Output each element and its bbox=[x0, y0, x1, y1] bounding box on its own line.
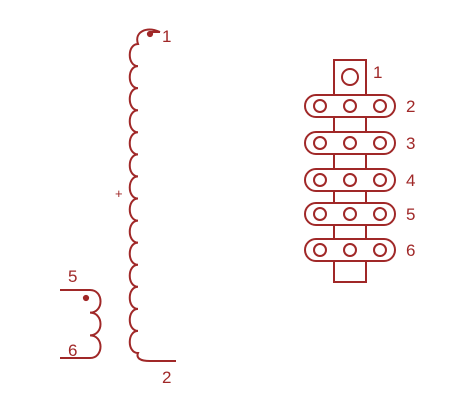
pin-rows: 2 3 4 5 6 bbox=[304, 94, 415, 262]
pin-row: 6 bbox=[304, 238, 415, 262]
pin-row: 5 bbox=[304, 202, 415, 226]
secondary-winding: 5 6 bbox=[60, 267, 102, 360]
pin-hole bbox=[313, 207, 327, 221]
pin-1-hole bbox=[341, 68, 359, 86]
pin-label: 6 bbox=[406, 241, 415, 260]
pin-row: 2 bbox=[304, 94, 415, 118]
pin-hole bbox=[373, 243, 387, 257]
pin-hole bbox=[343, 136, 357, 150]
polarity-mark: + bbox=[115, 186, 123, 201]
pinout-footprint: 1 2 3 4 5 6 bbox=[304, 59, 415, 283]
pin-hole bbox=[313, 173, 327, 187]
pin-label: 3 bbox=[406, 134, 415, 153]
pin-row: 4 bbox=[304, 168, 415, 192]
primary-top-label: 1 bbox=[162, 27, 171, 46]
pin-hole bbox=[313, 99, 327, 113]
pin-hole bbox=[313, 136, 327, 150]
pin-hole bbox=[343, 173, 357, 187]
pin-label: 2 bbox=[406, 97, 415, 116]
secondary-bottom-label: 6 bbox=[68, 341, 77, 360]
pin-1-label: 1 bbox=[373, 63, 382, 82]
secondary-dot bbox=[82, 294, 90, 302]
secondary-coil bbox=[89, 289, 102, 359]
pin-row: 3 bbox=[304, 131, 415, 155]
pin-hole bbox=[373, 99, 387, 113]
primary-coil bbox=[128, 28, 161, 362]
pin-hole bbox=[343, 99, 357, 113]
pin-hole bbox=[343, 243, 357, 257]
secondary-top-label: 5 bbox=[68, 267, 77, 286]
primary-bottom-label: 2 bbox=[162, 368, 171, 387]
pin-label: 5 bbox=[406, 205, 415, 224]
pin-hole bbox=[373, 136, 387, 150]
pin-hole bbox=[313, 243, 327, 257]
pin-hole bbox=[373, 173, 387, 187]
pin-hole bbox=[373, 207, 387, 221]
primary-winding: 1 2 + bbox=[115, 27, 176, 387]
pin-label: 4 bbox=[406, 171, 415, 190]
pin-hole bbox=[343, 207, 357, 221]
primary-dot bbox=[146, 30, 154, 38]
